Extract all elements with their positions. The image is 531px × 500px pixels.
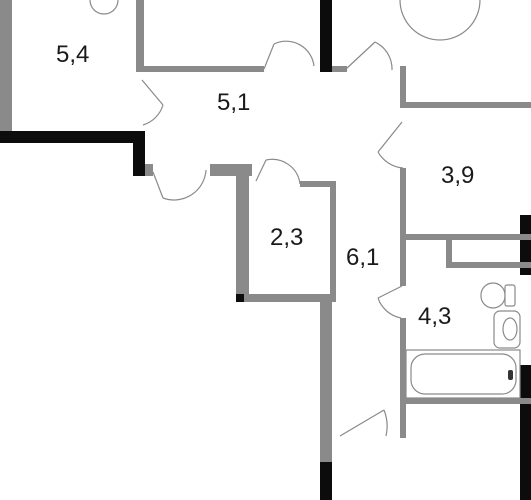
wall-corridor-right-lower: [400, 318, 406, 410]
toilet-icon: [480, 282, 516, 309]
fixture-top-right-arc: [399, 0, 481, 41]
wall-room-b-top-right: [332, 66, 347, 72]
door-room-b-bottom: [152, 169, 207, 201]
room-area-label: 3,9: [441, 162, 474, 189]
door-bathroom: [377, 285, 403, 319]
door-room-c: [377, 121, 404, 169]
room-area-label: 5,4: [56, 41, 89, 68]
room-area-label: 4,3: [418, 303, 451, 330]
wall-far-left-vertical: [0, 0, 12, 131]
door-corridor-bottom: [339, 409, 388, 437]
door-room-d: [255, 158, 301, 185]
wall-niche-outline-left: [446, 240, 452, 267]
wall-corridor-right-upper: [400, 168, 406, 286]
exterior-wall-right-bottom: [520, 365, 531, 500]
exterior-wall-right-top: [520, 215, 531, 275]
faucet-icon: [508, 370, 513, 380]
exterior-wall-left-horizontal: [0, 131, 145, 143]
wall-room-c-top: [400, 102, 531, 108]
wall-room-d-bottom: [244, 294, 336, 302]
wall-corridor-left-lower: [320, 302, 332, 462]
wall-room-a-right: [136, 0, 144, 72]
wall-niche-outline-bottom: [446, 262, 531, 268]
wall-room-b-top-left: [136, 66, 264, 72]
interior-walls: [0, 0, 531, 462]
exterior-wall-bottom-vertical: [320, 462, 332, 500]
fixtures: [89, 0, 521, 399]
wall-room-b-right: [400, 66, 406, 108]
door-room-b-top-right: [345, 41, 393, 71]
room-area-label: 5,1: [217, 89, 250, 116]
exterior-wall-stub: [236, 292, 244, 302]
room-area-label: 2,3: [270, 224, 303, 251]
bathtub-icon: [405, 349, 521, 399]
wall-corridor-bottom-right: [400, 404, 406, 438]
exterior-wall-top-left-vertical: [320, 0, 332, 72]
wall-room-d-right: [330, 181, 336, 301]
door-room-a: [141, 79, 164, 126]
doors: [141, 40, 404, 437]
wall-room-d-top-right: [300, 181, 336, 187]
room-labels: 5,4 5,1 3,9 2,3 6,1 4,3: [56, 41, 474, 330]
wall-room-c-bottom: [400, 234, 531, 240]
room-area-label: 6,1: [346, 244, 379, 271]
wall-room-d-left: [236, 164, 249, 294]
wall-room-b-bottom-left: [145, 164, 153, 176]
sink-icon: [493, 310, 521, 349]
exterior-wall-left-corner: [133, 131, 145, 176]
wall-bath-bottom: [400, 398, 531, 404]
fixture-top-left-arc: [89, 0, 119, 15]
door-room-b-top-left: [263, 40, 315, 70]
